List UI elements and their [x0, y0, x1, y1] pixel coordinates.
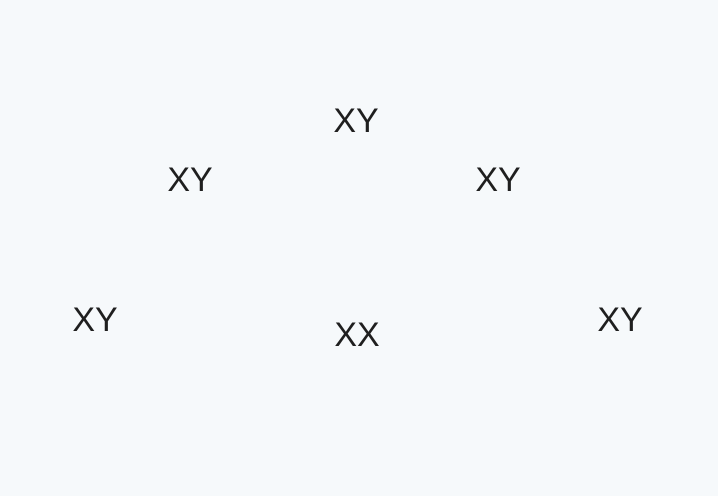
node-center-xx: XX: [334, 316, 380, 354]
node-top-xy: XY: [333, 102, 379, 140]
node-lower-left-xy: XY: [72, 301, 118, 339]
node-lower-right-xy: XY: [597, 301, 643, 339]
node-upper-right-xy: XY: [475, 161, 521, 199]
node-upper-left-xy: XY: [167, 161, 213, 199]
